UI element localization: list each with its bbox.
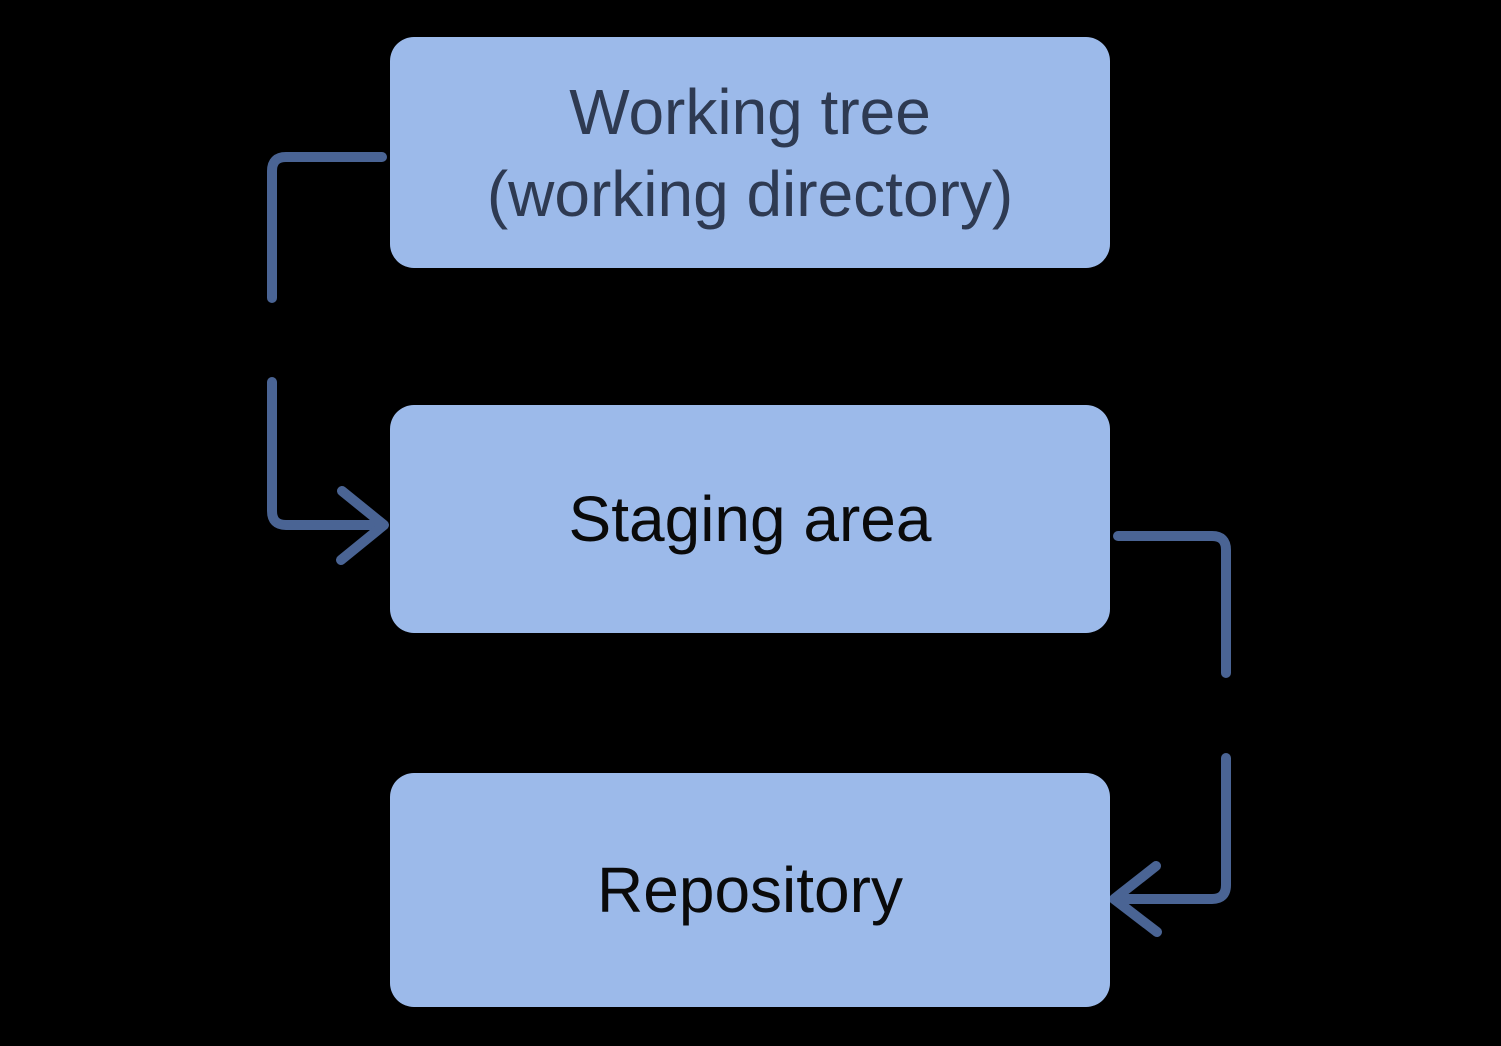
node-repository: Repository bbox=[390, 773, 1110, 1007]
connector-segment bbox=[267, 152, 387, 303]
arrowhead-right-icon bbox=[336, 486, 389, 565]
node-working-tree-label: Working tree bbox=[569, 75, 931, 148]
node-working-tree: Working tree (working directory) bbox=[390, 37, 1110, 268]
node-staging-area-label: Staging area bbox=[568, 483, 932, 555]
connector-segment bbox=[1113, 531, 1231, 678]
arrow-working-tree-to-staging-area bbox=[267, 152, 389, 565]
node-repository-label: Repository bbox=[597, 854, 903, 926]
arrow-staging-area-to-repository bbox=[1109, 531, 1231, 937]
connector-segment bbox=[267, 377, 381, 530]
node-working-tree-sublabel: (working directory) bbox=[486, 157, 1014, 230]
connector-segment bbox=[1115, 753, 1231, 904]
arrowhead-left-icon bbox=[1109, 861, 1162, 937]
node-staging-area: Staging area bbox=[390, 405, 1110, 633]
